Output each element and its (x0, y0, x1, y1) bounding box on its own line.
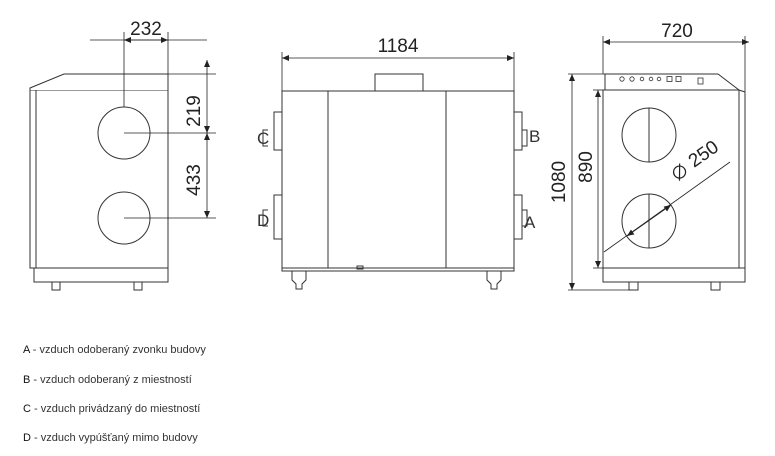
front-flange-d (262, 209, 268, 227)
side-foot-right (133, 281, 143, 291)
front-width-label: 1184 (378, 36, 419, 57)
diameter-arrow (626, 204, 672, 237)
side-body (29, 89, 169, 269)
side-top-cover (29, 73, 169, 90)
side-port-spacing-label: 433 (184, 164, 205, 196)
front-foot-right (486, 271, 502, 290)
front-stub-d (273, 194, 283, 240)
front-body (281, 90, 515, 269)
port-label-a: A (524, 213, 536, 232)
legend-key: D (23, 432, 31, 444)
front-top-duct (374, 73, 424, 92)
side-top-offset-label: 219 (184, 95, 205, 127)
port-label-d: D (257, 211, 269, 230)
right-body (602, 89, 740, 269)
right-foot-left (628, 281, 639, 291)
legend-item-a: A - vzduch odoberaný zvonku budovy (23, 344, 206, 356)
legend-text: - vzduch privádzaný do miestností (30, 403, 201, 415)
front-base (281, 267, 515, 272)
right-base (602, 267, 746, 283)
legend-item-d: D - vzduch vypúšťaný mimo budovy (23, 432, 198, 444)
legend-text: - vzduch odoberaný zvonku budovy (29, 344, 206, 356)
diameter-symbol (672, 163, 687, 181)
legend-item-c: C - vzduch privádzaný do miestností (23, 403, 200, 415)
right-total-height-label: 1080 (549, 161, 570, 203)
side-view (29, 73, 169, 291)
port-label-b: B (529, 127, 540, 146)
front-stub-a (513, 194, 523, 240)
legend-item-b: B - vzduch odoberaný z miestností (23, 374, 192, 386)
legend-text: - vzduch vypúšťaný mimo budovy (30, 432, 198, 444)
legend-key: C (23, 403, 31, 415)
right-width-label: 720 (661, 21, 693, 42)
front-flange-b (522, 129, 528, 147)
front-foot-left (291, 271, 307, 290)
side-foot-left (51, 281, 61, 291)
control-buttons (619, 76, 704, 85)
front-drain (356, 265, 364, 270)
front-stub-c (273, 111, 283, 151)
right-body-height-label: 890 (576, 151, 597, 183)
technical-drawing: 232 219 433 1184 B A C D (29, 19, 749, 291)
right-view (602, 73, 746, 291)
port-label-c: C (257, 129, 269, 148)
front-view (262, 73, 528, 290)
side-dimensions (90, 32, 216, 219)
right-control-panel (604, 73, 741, 91)
side-base (33, 267, 169, 283)
front-flange-c (262, 129, 268, 147)
front-flange-a (522, 209, 528, 227)
side-depth-label: 232 (130, 19, 162, 40)
legend-key: B (23, 374, 31, 386)
front-dimensions (281, 52, 515, 91)
front-stub-b (513, 111, 523, 151)
legend-key: A (23, 344, 30, 356)
right-dimensions (568, 36, 749, 291)
legend-text: - vzduch odoberaný z miestností (30, 374, 192, 386)
right-foot-right (710, 281, 721, 291)
